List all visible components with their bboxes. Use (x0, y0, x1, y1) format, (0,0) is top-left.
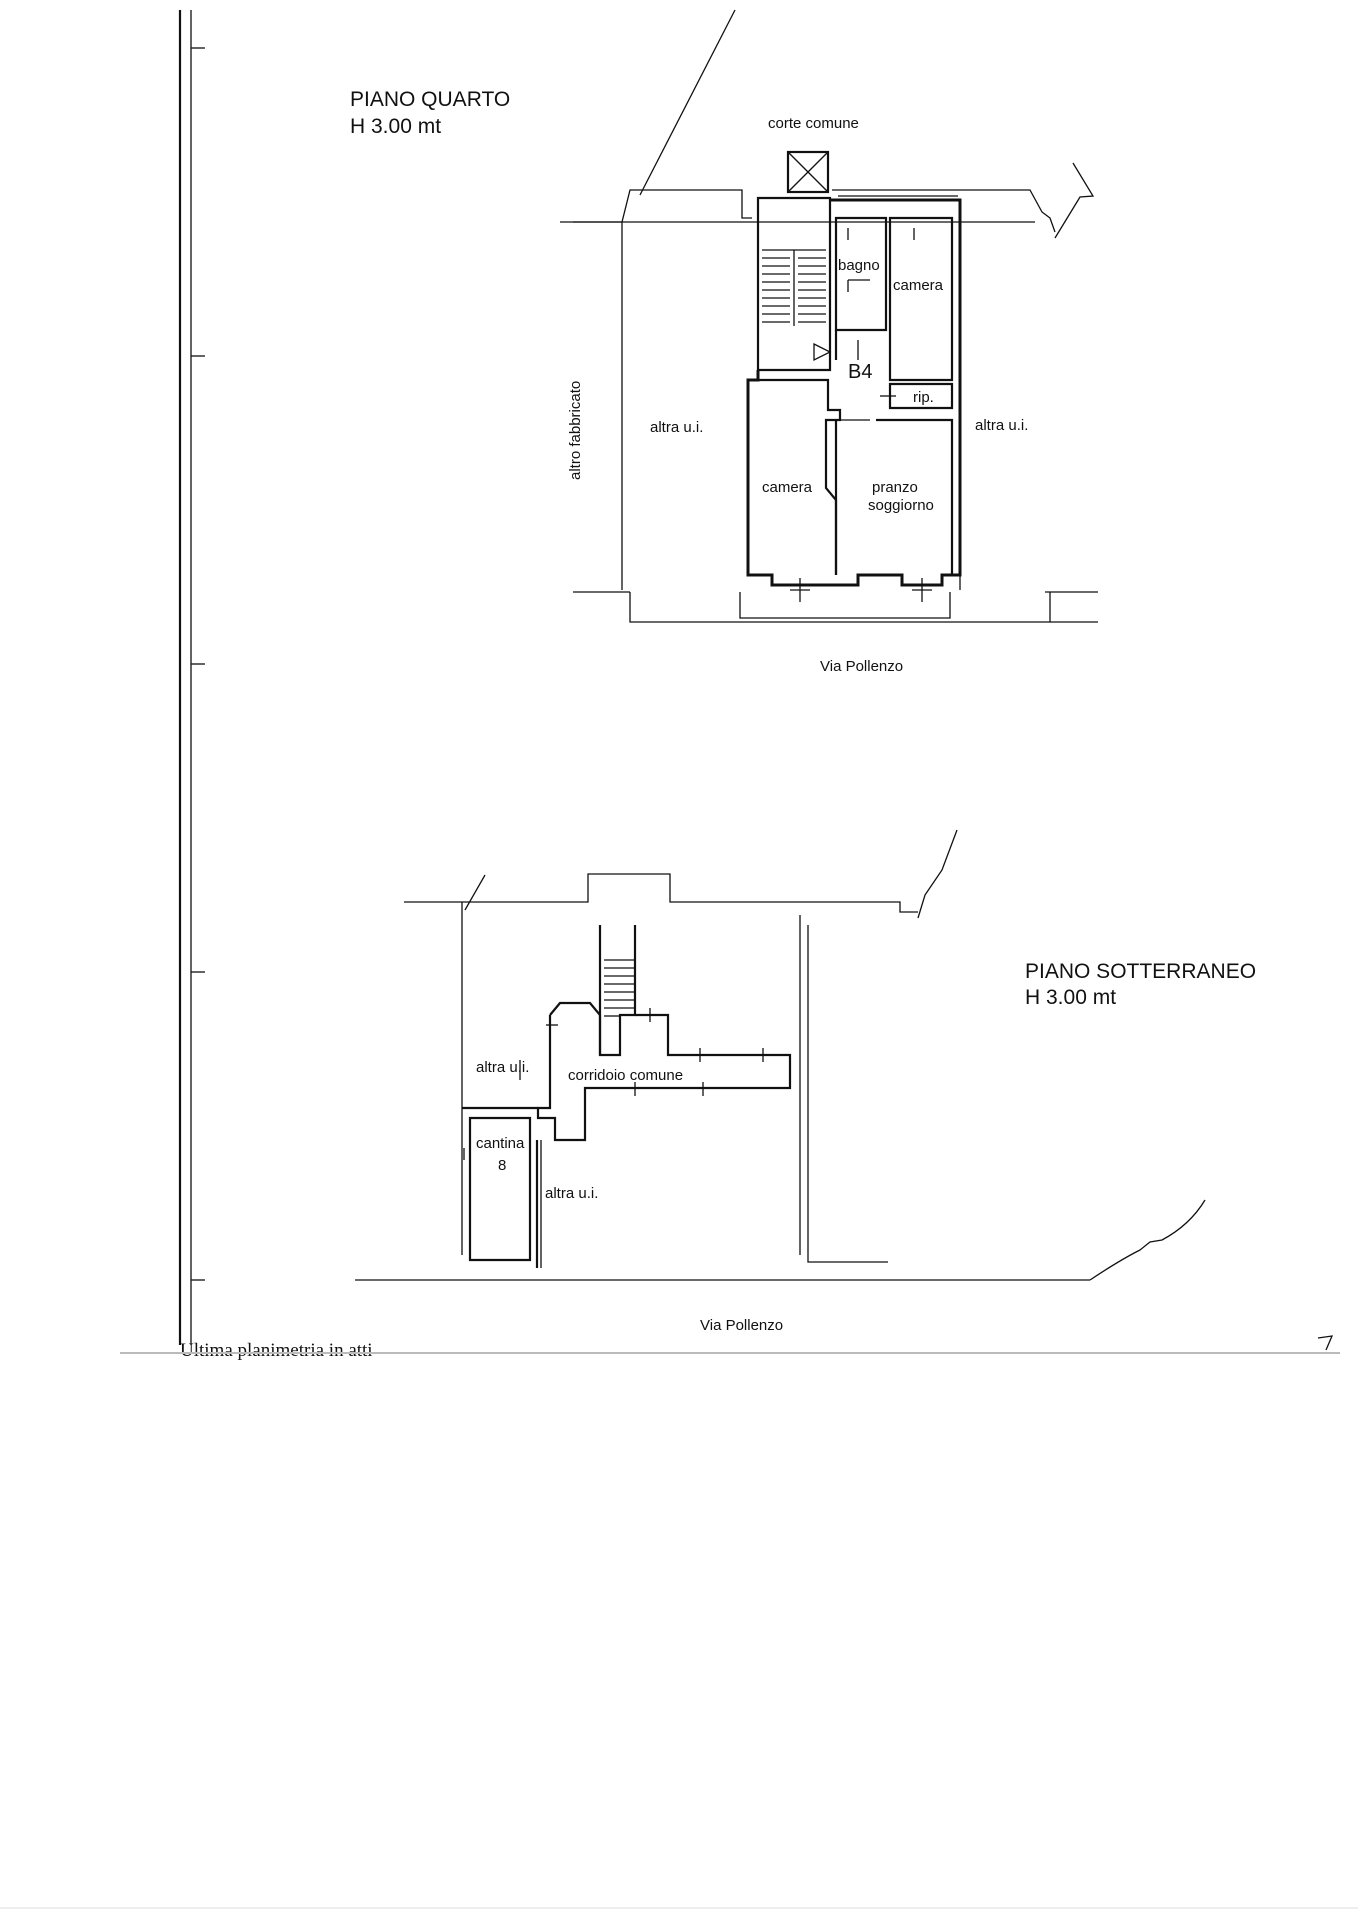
lower-plan-height: H 3.00 mt (1025, 986, 1116, 1009)
upper-floor-plan: PIANO QUARTO H 3.00 mt corte comune (350, 9, 1098, 675)
pranzo-label: pranzo (872, 479, 918, 496)
footer-note: Ultima planimetria in atti (180, 1340, 373, 1361)
altra-ui-left-label: altra u.i. (650, 419, 703, 436)
bagno-label: bagno (838, 257, 880, 274)
corner-mark-icon (1317, 1335, 1334, 1351)
altra-ui-bottom-label: altra u.i. (545, 1185, 598, 1202)
altra-ui-top-label: altra u.i. (476, 1059, 529, 1076)
upper-plan-height: H 3.00 mt (350, 115, 441, 138)
entrance-arrow-icon (813, 342, 832, 362)
soggiorno-label: soggiorno (868, 497, 934, 514)
upper-staircase (762, 249, 826, 326)
corridoio-label: corridoio comune (568, 1067, 683, 1084)
lower-staircase (604, 959, 634, 1017)
lower-street-label: Via Pollenzo (700, 1317, 783, 1334)
camera-top-label: camera (893, 277, 944, 294)
altra-ui-right-label: altra u.i. (975, 417, 1028, 434)
camera-bottom-label: camera (762, 479, 813, 496)
upper-plan-title: PIANO QUARTO (350, 88, 510, 111)
unit-b4-label: B4 (848, 361, 872, 383)
lower-floor-plan: PIANO SOTTERRANEO H 3.00 mt corridoio (355, 829, 1256, 1334)
altro-fabbricato-label: altro fabbricato (567, 381, 584, 480)
upper-street-label: Via Pollenzo (820, 658, 903, 675)
courtyard-shaft (786, 150, 830, 194)
cantina-number: 8 (498, 1157, 506, 1174)
cantina-label: cantina (476, 1135, 525, 1152)
lower-plan-title: PIANO SOTTERRANEO (1025, 960, 1256, 983)
courtyard-label: corte comune (768, 115, 859, 132)
rip-label: rip. (913, 389, 934, 406)
margin-rule (178, 10, 205, 1345)
